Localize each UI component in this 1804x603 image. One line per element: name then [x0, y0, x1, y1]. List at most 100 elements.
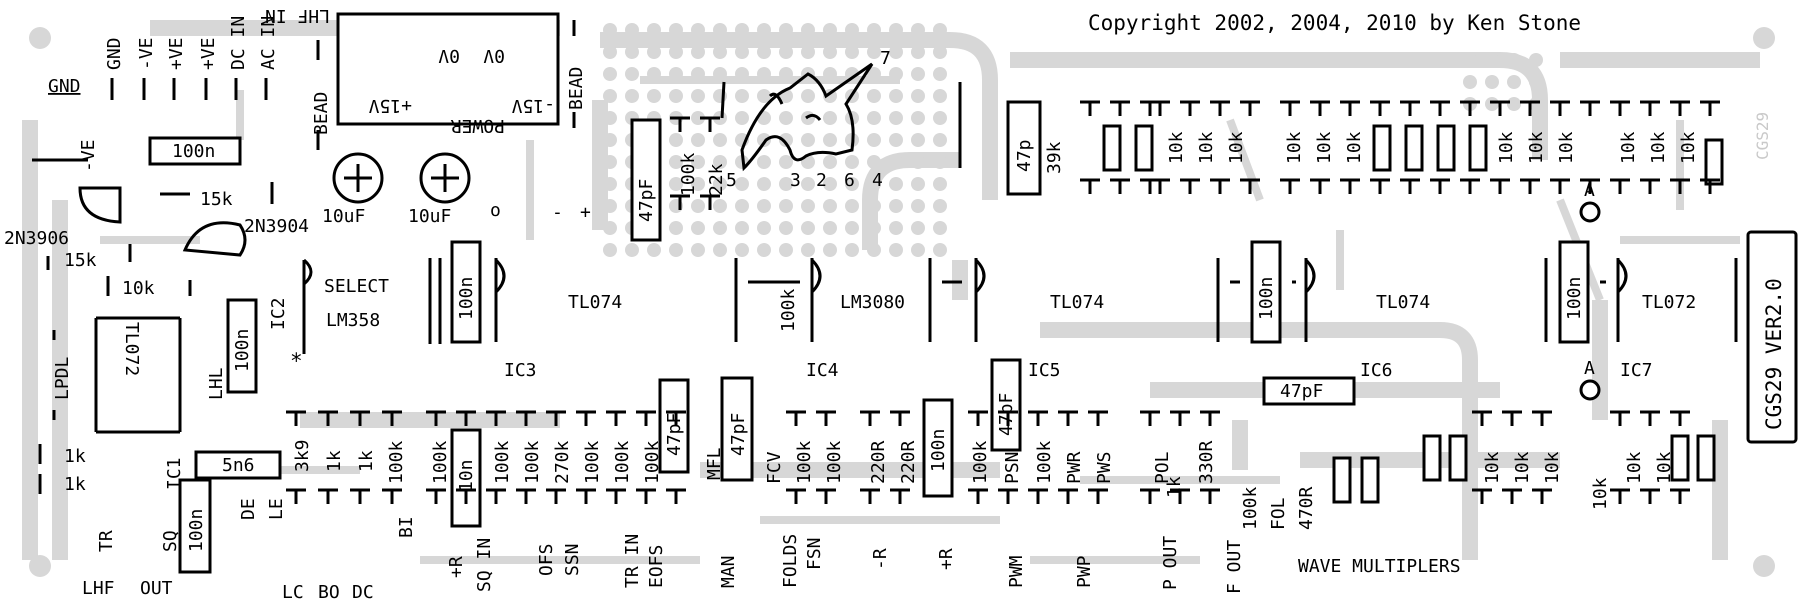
- ic6-outline: [1304, 258, 1548, 342]
- svg-text:10k: 10k: [1654, 451, 1675, 484]
- test-point-a-bottom[interactable]: [1579, 379, 1601, 401]
- svg-text:10k: 10k: [1284, 131, 1305, 164]
- svg-text:100k: 100k: [824, 440, 845, 484]
- pin-7: 7: [880, 48, 891, 69]
- cap-47p: [1006, 100, 1042, 196]
- electrolytic-c2-value: 10uF: [408, 206, 451, 227]
- cap-47pf-top: [630, 118, 662, 242]
- power-pin-labels: GND -VE +VE +VE DC IN AC IN LHF IN: [104, 5, 330, 100]
- svg-text:470R: 470R: [1296, 486, 1317, 530]
- ic6-ref: IC6: [1360, 360, 1393, 381]
- bottom-labels: TR LHF OUT SQ DE LE LC BO DC BI +R SQ IN…: [82, 498, 1461, 603]
- svg-text:10k: 10k: [1648, 131, 1669, 164]
- ic7-outline: [1616, 258, 1738, 342]
- trim-lhl: LHL: [206, 367, 227, 400]
- svg-text:10k: 10k: [1512, 451, 1533, 484]
- svg-text:22k: 22k: [706, 163, 727, 196]
- svg-text:PWR: PWR: [1064, 451, 1085, 484]
- bead-marks: [316, 20, 576, 150]
- test-point-a-top[interactable]: [1579, 201, 1601, 223]
- svg-text:1k: 1k: [324, 450, 345, 472]
- svg-text:10k: 10k: [1344, 131, 1365, 164]
- rail-mark-plus: +: [580, 202, 591, 223]
- svg-text:100n: 100n: [186, 509, 207, 552]
- power-minus-rail: -15V: [511, 95, 555, 116]
- transistor-q2-outline: [182, 221, 247, 257]
- ic-row: TL074 IC3 LM3080 IC4 TL074 IC5 TL074 IC6…: [494, 258, 1738, 381]
- minus-ve-left: -VE: [78, 139, 99, 172]
- svg-text:DC: DC: [352, 582, 374, 603]
- ic5-name: TL074: [1050, 292, 1104, 313]
- svg-text:100k: 100k: [386, 440, 407, 484]
- svg-text:10k: 10k: [1618, 131, 1639, 164]
- svg-text:MAN: MAN: [718, 555, 739, 588]
- svg-text:10k: 10k: [1590, 477, 1611, 510]
- copyright-text: Copyright 2002, 2004, 2010 by Ken Stone: [1088, 11, 1581, 35]
- svg-text:MFL: MFL: [704, 447, 725, 480]
- transistor-2n3904: 2N3904: [244, 216, 309, 237]
- power-zero-left: 0V: [438, 45, 460, 66]
- svg-text:100k: 100k: [1034, 440, 1055, 484]
- svg-text:10n: 10n: [456, 459, 477, 492]
- power-zero-right: 0V: [483, 45, 505, 66]
- unicorn-logo: [720, 62, 962, 172]
- svg-text:PWM: PWM: [1006, 555, 1027, 588]
- cap-100n-b: [226, 298, 258, 394]
- bead-right: BEAD: [566, 67, 587, 110]
- cap-100n-e: [922, 398, 954, 498]
- trimmer-labels: MFL FCV PSN PWR PWS POL FOL: [704, 447, 1289, 530]
- svg-text:100k: 100k: [678, 152, 699, 196]
- cap-100n-a: [450, 240, 482, 344]
- svg-text:BO: BO: [318, 582, 340, 603]
- ic1-name: TL072: [121, 322, 142, 376]
- bead-left: BEAD: [311, 92, 332, 135]
- ic2-name: LM358: [326, 310, 380, 331]
- trim-lpdl: LPDL: [52, 356, 73, 400]
- cap-100n-top-value: 100n: [172, 141, 215, 162]
- ic3-name: TL074: [568, 292, 622, 313]
- svg-text:+R: +R: [936, 548, 957, 570]
- resistor-bodies: [1102, 124, 1724, 504]
- ic5-outline: [974, 258, 1220, 342]
- board-id-text: CGS29 VER2.0: [1762, 278, 1786, 430]
- svg-text:10k: 10k: [1482, 451, 1503, 484]
- svg-text:100k: 100k: [642, 440, 663, 484]
- res-10k-left-value: 10k: [122, 278, 155, 299]
- svg-text:LE: LE: [266, 498, 287, 520]
- ic7-ref: IC7: [1620, 360, 1653, 381]
- svg-text:47pF: 47pF: [728, 413, 749, 456]
- svg-text:10k: 10k: [1526, 131, 1547, 164]
- svg-text:47p: 47p: [1014, 139, 1035, 172]
- ic5-ref: IC5: [1028, 360, 1061, 381]
- cap-100n-c: [1250, 240, 1282, 344]
- svg-text:100k: 100k: [794, 440, 815, 484]
- section-title: WAVE MULTIPLERS: [1298, 556, 1461, 577]
- svg-text:POL: POL: [1152, 451, 1173, 484]
- svg-text:100k: 100k: [970, 440, 991, 484]
- pin-ac-in: AC IN: [258, 16, 279, 70]
- svg-text:SQ IN: SQ IN: [474, 538, 495, 592]
- cap-47pf-a: [658, 378, 690, 474]
- svg-text:PSN: PSN: [1002, 451, 1023, 484]
- svg-text:39k: 39k: [1044, 141, 1065, 174]
- cap-100n-d: [1558, 240, 1590, 344]
- ic2-select: SELECT: [324, 276, 389, 297]
- faint-board-code: CGS29: [1753, 112, 1772, 160]
- svg-text:100n: 100n: [232, 329, 253, 372]
- ic4-ref: IC4: [806, 360, 839, 381]
- pin-6: 6: [844, 170, 855, 191]
- cap-100n-top: [148, 136, 242, 166]
- svg-text:3k9: 3k9: [292, 439, 313, 472]
- svg-text:1k: 1k: [356, 450, 377, 472]
- pin-2: 2: [816, 170, 827, 191]
- svg-text:100k: 100k: [582, 440, 603, 484]
- ic4-outline: [810, 258, 932, 342]
- svg-text:LHF: LHF: [82, 578, 115, 599]
- svg-text:330R: 330R: [1196, 440, 1217, 484]
- svg-text:FOL: FOL: [1268, 497, 1289, 530]
- svg-text:FSN: FSN: [804, 537, 825, 570]
- res-15k-a-value: 15k: [200, 189, 233, 210]
- svg-text:100n: 100n: [928, 429, 949, 472]
